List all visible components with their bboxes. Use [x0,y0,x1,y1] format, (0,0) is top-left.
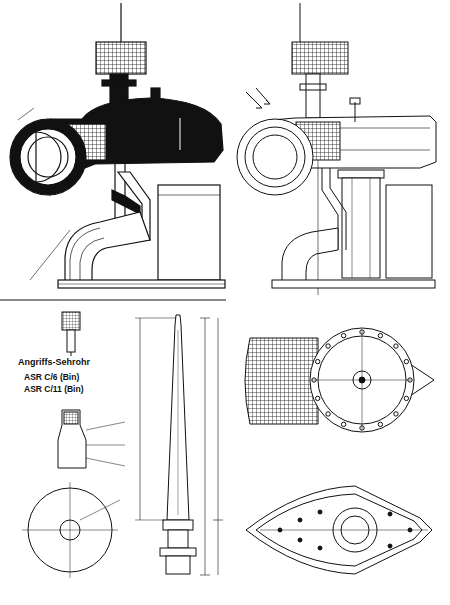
drawing-stroke [350,98,360,104]
drawing-stroke [408,528,412,532]
drawing-stroke [253,135,297,179]
drawing-stroke [135,318,176,319]
drawing-stroke [282,228,338,287]
drawing-stroke [298,518,302,522]
drawing-stroke [135,520,165,521]
title-label: Angriffs-Sehrohr [18,358,90,368]
drawing-stroke [246,486,432,574]
head-elevation-outline [237,3,436,295]
drawing-stroke [394,412,398,416]
drawing-stroke [30,230,70,280]
drawing-stroke [404,396,408,400]
drawing-stroke [341,333,345,337]
drawing-stroke [388,512,392,516]
head-elevation-section [0,3,226,300]
drawing-stroke [151,88,160,98]
drawing-stroke [245,127,305,187]
drawing-stroke [315,396,319,400]
drawing-stroke [318,546,322,550]
drawing-stroke [64,412,78,424]
drawing-stroke [338,170,384,178]
drawing-stroke [340,150,430,151]
drawing-stroke [298,538,302,542]
drawing-stroke [342,178,380,278]
drawing-stroke [180,118,181,150]
drawing-stroke [292,42,348,74]
drawing-stroke [310,328,414,432]
drawing-stroke [58,410,86,468]
drawing-stroke [70,228,100,287]
drawing-stroke [28,137,68,177]
drawing-stroke [65,212,150,287]
drawing-stroke [0,300,226,301]
drawing-stroke [166,556,190,574]
drawing-stroke [205,318,206,575]
drawing-stroke [378,422,382,426]
drawing-stroke [352,178,353,278]
drawing-stroke [158,195,220,196]
drawing-stroke [58,280,225,288]
drawing-stroke [167,315,189,520]
drawing-stroke [278,510,412,550]
drawing-stroke [370,178,371,278]
drawing-stroke [168,530,188,548]
drawing-stroke [200,318,210,319]
drawing-stroke [318,160,319,295]
drawing-stroke [318,510,322,514]
drawing-stroke [62,312,80,330]
drawing-stroke [20,129,76,185]
drawing-stroke [10,119,86,195]
drawing-stroke [158,185,220,280]
drawing-stroke [86,458,125,466]
drawing-stroke [237,119,313,195]
periscope-overview [22,312,223,578]
drawing-stroke [272,280,435,288]
drawing-stroke [300,84,326,90]
drawing-stroke [70,482,71,578]
drawing-stroke [102,80,136,86]
drawing-stroke [178,330,179,515]
drawing-stroke [326,412,330,416]
drawing-stroke [120,3,121,42]
drawing-stroke [260,530,428,531]
drawing-stroke [200,575,210,576]
drawing-stroke [312,330,412,430]
drawing-stroke [18,108,34,120]
drawing-stroke [341,422,345,426]
drawing-stroke [71,352,72,356]
drawing-stroke [80,500,120,520]
drawing-stroke [355,102,356,122]
drawing-stroke [300,3,301,42]
drawing-stroke [256,88,270,104]
head-plan-views [245,328,434,574]
drawing-stroke [378,333,382,337]
model-label: ASR C/6 (Bin) [24,373,79,382]
drawing-stroke [362,330,363,430]
model-label: ASR C/11 (Bin) [24,385,84,394]
drawing-stroke [58,284,225,285]
drawing-stroke [326,344,330,348]
drawing-stroke [86,445,125,446]
drawing-stroke [160,548,196,556]
drawing-stroke [315,359,319,363]
drawing-stroke [386,185,432,278]
drawing-stroke [67,330,75,352]
drawing-stroke [140,318,141,520]
drawing-stroke [278,528,282,532]
drawing-stroke [246,92,262,108]
drawing-stroke [218,318,219,575]
drawing-stroke [394,344,398,348]
drawing-stroke [404,359,408,363]
drawing-stroke [388,544,392,548]
drawing-stroke [86,422,125,430]
drawing-stroke [340,128,430,129]
drawing-stroke [96,42,146,74]
drawing-stroke [306,74,320,118]
drawing-stroke [163,520,193,530]
drawing-stroke [213,520,223,521]
drawing-stroke [245,338,318,424]
